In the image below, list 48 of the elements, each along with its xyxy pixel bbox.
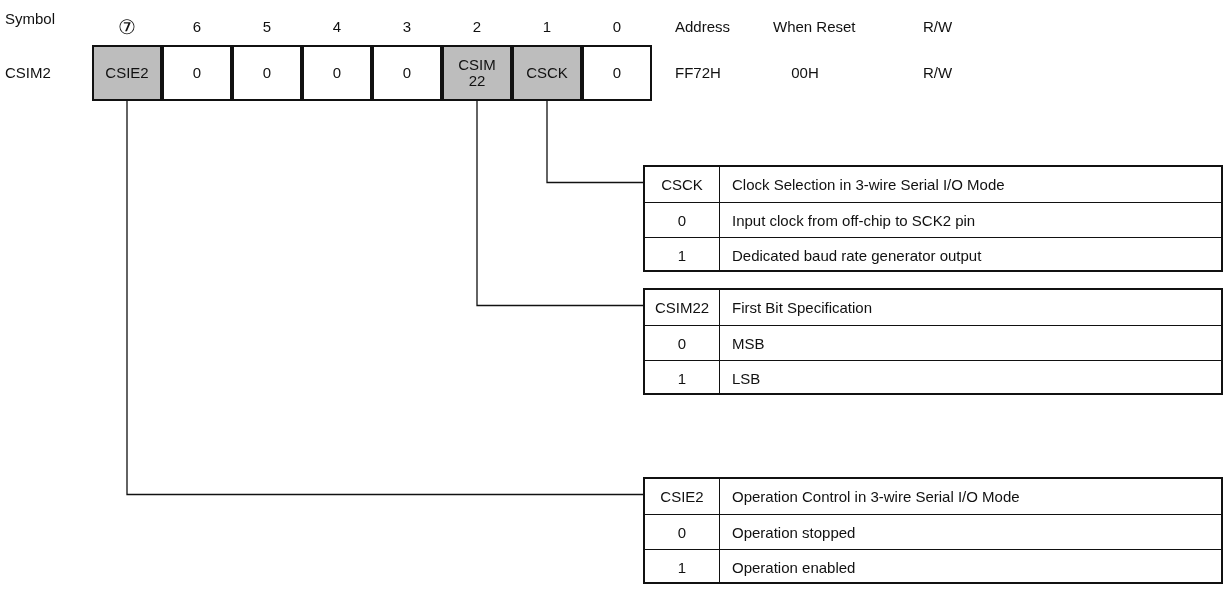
table-cell: MSB	[720, 325, 1221, 360]
register-symbol: CSIM2	[5, 64, 51, 81]
column-heading: Address	[675, 18, 731, 35]
register-value: FF72H	[675, 64, 721, 81]
register-bit-field: 0	[232, 45, 302, 101]
table-cell: 0	[645, 514, 720, 549]
bit-number: 1	[542, 18, 552, 35]
table-cell: 0	[645, 325, 720, 360]
table-cell: Operation enabled	[720, 549, 1221, 584]
table-cell: 1	[645, 360, 720, 395]
table-header-cell: CSCK	[645, 167, 720, 202]
table-header-cell-text: First Bit Specification	[731, 298, 874, 318]
register-bit-field: 0	[162, 45, 232, 101]
register-value: 00H	[791, 64, 819, 81]
bit-number: 3	[402, 18, 412, 35]
leader-line	[546, 100, 644, 184]
column-heading: Symbol	[5, 10, 56, 27]
table-cell: Operation stopped	[720, 514, 1221, 549]
register-bit-field: CSIM 22	[442, 45, 512, 101]
bit-description-table	[643, 477, 1223, 584]
register-bit-field: 0	[372, 45, 442, 101]
table-header-cell: CSIE2	[645, 479, 720, 514]
table-header-cell-text: Clock Selection in 3-wire Serial I/O Mode	[731, 175, 1006, 195]
bit-number: 5	[262, 18, 272, 35]
table-cell: 1	[645, 237, 720, 272]
register-bit-field: 0	[582, 45, 652, 101]
register-bit-field: CSCK	[512, 45, 582, 101]
bit-description-table	[643, 165, 1223, 272]
table-cell: LSB	[720, 360, 1221, 395]
column-heading: When Reset	[773, 18, 856, 35]
leader-line	[126, 100, 644, 496]
circled-bit-number: ⑦	[118, 15, 136, 39]
bit-number: 4	[332, 18, 342, 35]
register-value: R/W	[923, 64, 953, 81]
table-header-cell-text: Operation Control in 3-wire Serial I/O Mode	[731, 487, 1021, 507]
column-heading: R/W	[923, 18, 953, 35]
bit-description-table	[643, 288, 1223, 395]
register-bit-field: 0	[302, 45, 372, 101]
table-header-cell: CSIM22	[645, 290, 720, 325]
bit-number: 0	[612, 18, 622, 35]
table-cell: 0	[645, 202, 720, 237]
leader-line	[476, 100, 644, 307]
table-cell: Dedicated baud rate generator output	[720, 237, 1221, 272]
register-bit-field: CSIE2	[92, 45, 162, 101]
bit-number: 2	[472, 18, 482, 35]
table-cell: Input clock from off-chip to SCK2 pin	[720, 202, 1221, 237]
bit-number: 6	[192, 18, 202, 35]
table-cell: 1	[645, 549, 720, 584]
